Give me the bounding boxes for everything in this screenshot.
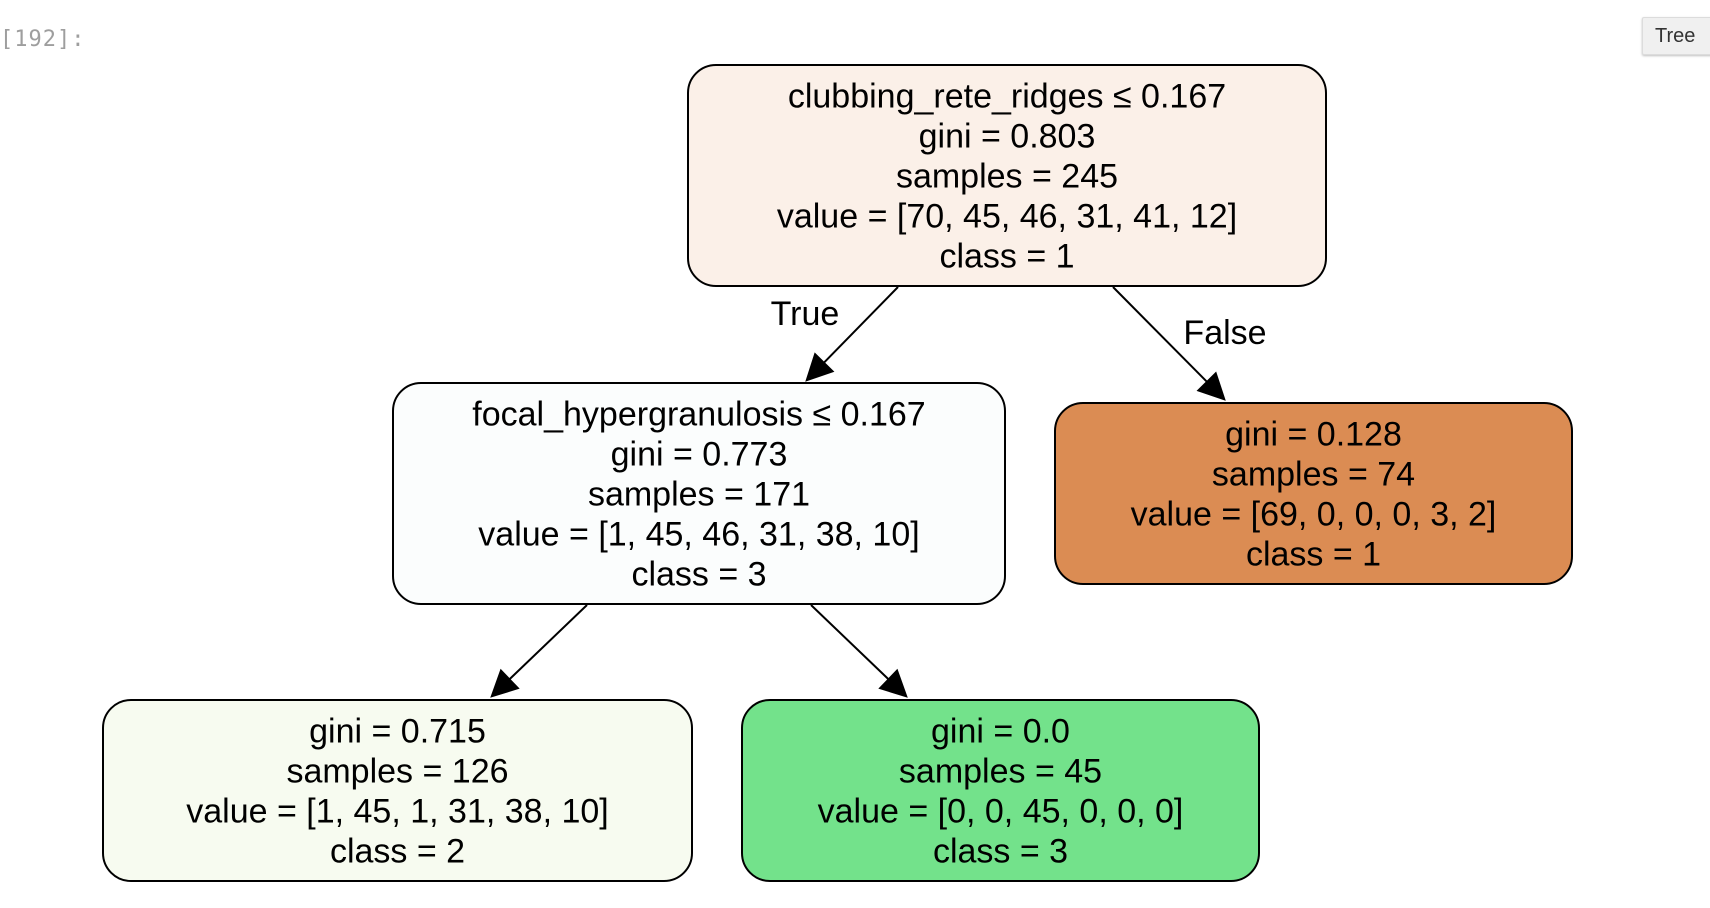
node-text-line: focal_hypergranulosis ≤ 0.167	[472, 396, 925, 434]
node-text-line: value = [1, 45, 46, 31, 38, 10]	[478, 516, 919, 554]
edge-label-true: True	[771, 295, 840, 333]
arrowhead-icon	[878, 668, 908, 698]
node-text-line: value = [69, 0, 0, 0, 3, 2]	[1131, 496, 1497, 534]
tree-edge-root-to-left	[823, 286, 899, 364]
cell-execution-prompt: [192]:	[0, 27, 86, 52]
node-box	[392, 382, 1006, 605]
node-box	[1054, 402, 1573, 585]
node-box	[687, 64, 1327, 287]
node-text-line: gini = 0.773	[611, 436, 788, 474]
node-text-line: value = [0, 0, 45, 0, 0, 0]	[818, 793, 1184, 831]
arrowhead-icon	[490, 668, 520, 698]
node-text-line: value = [1, 45, 1, 31, 38, 10]	[186, 793, 608, 831]
arrowhead-icon	[1196, 371, 1226, 401]
node-box	[741, 699, 1260, 882]
node-text-line: samples = 74	[1212, 456, 1415, 494]
node-text-line: class = 3	[631, 556, 766, 594]
node-text-line: class = 1	[939, 238, 1074, 276]
arrowhead-icon	[805, 352, 835, 382]
node-text-line: clubbing_rete_ridges ≤ 0.167	[788, 78, 1226, 116]
node-box	[102, 699, 693, 882]
node-text-line: gini = 0.0	[931, 713, 1070, 751]
node-text-line: class = 2	[330, 833, 465, 871]
edge-label-false: False	[1183, 314, 1266, 352]
node-text-line: value = [70, 45, 46, 31, 41, 12]	[777, 198, 1237, 236]
node-text-line: samples = 126	[286, 753, 508, 791]
node-text-line: class = 1	[1246, 536, 1381, 574]
tree-edge-root-to-right	[1112, 286, 1208, 383]
node-text-line: gini = 0.803	[919, 118, 1096, 156]
node-text-line: gini = 0.128	[1225, 416, 1402, 454]
node-text-line: samples = 171	[588, 476, 810, 514]
node-text-line: class = 3	[933, 833, 1068, 871]
tree-edge-left-to-left-right	[810, 604, 889, 680]
node-text-line: gini = 0.715	[309, 713, 486, 751]
tree-edge-left-to-left-left	[509, 604, 588, 680]
node-text-line: samples = 245	[896, 158, 1118, 196]
tree-button[interactable]: Tree	[1642, 17, 1710, 55]
node-text-line: samples = 45	[899, 753, 1102, 791]
